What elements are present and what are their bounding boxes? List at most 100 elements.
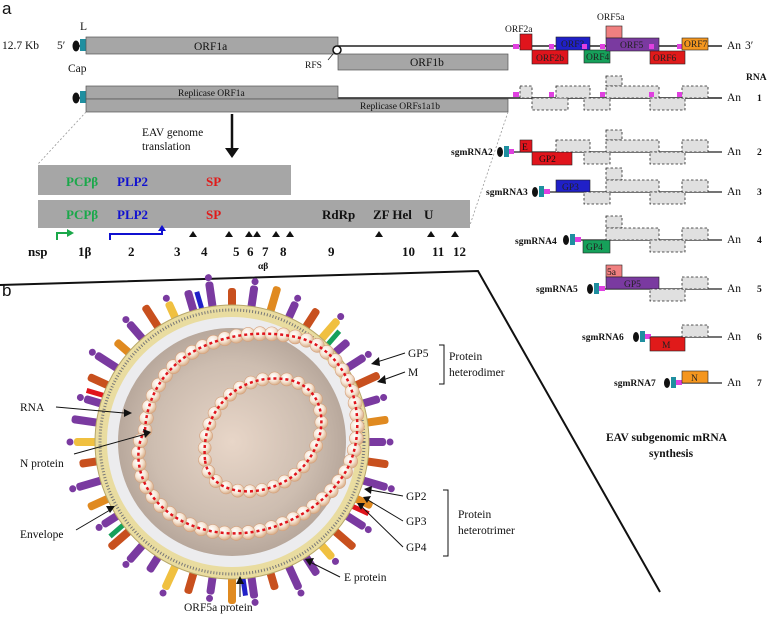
nsp1-bracket <box>56 232 70 240</box>
orf1a-label: ORF1a <box>194 41 227 53</box>
nsp2-bracket-head <box>158 225 166 231</box>
nsp-label: nsp <box>28 244 48 259</box>
sgmrna6-label: sgmRNA6 <box>582 333 624 343</box>
sgmrna4-number: 4 <box>757 236 762 246</box>
virion <box>66 274 395 606</box>
pp1ab-plp: PLP2 <box>117 207 148 222</box>
orf1b-box <box>337 53 509 71</box>
pp1ab-box <box>38 200 470 228</box>
envelope-spike <box>87 373 113 390</box>
envelope-spike <box>142 304 163 332</box>
heterodimer-bracket <box>439 344 445 385</box>
rna1-an: An <box>727 92 741 104</box>
sgmrna7-number: 7 <box>757 379 762 389</box>
panel-separator <box>0 269 661 593</box>
sgmrna5-5a-label: 5a <box>607 268 617 278</box>
n-protein-beads <box>131 326 365 541</box>
envelope-spike <box>228 574 236 604</box>
rna1-leader <box>80 91 86 103</box>
n-protein-bead <box>219 480 233 495</box>
trs-marker <box>649 44 654 49</box>
orf2a-label: ORF2a <box>505 25 533 35</box>
envelope-spike <box>266 286 281 316</box>
rfs-label: RFS <box>305 61 322 71</box>
svg-text:An: An <box>727 186 741 198</box>
label-e-protein: E protein <box>344 572 387 584</box>
nsp-number: 5 <box>233 244 240 259</box>
trs-marker <box>582 44 587 49</box>
rna1-dotted-orfs <box>519 75 709 111</box>
trs-marker <box>513 44 519 49</box>
svg-text:An: An <box>727 331 741 343</box>
pointer-gp5-head <box>371 357 380 366</box>
rfs-marker <box>332 45 342 55</box>
sgmrna5-row: sgmRNA5 5a GP5 An 5 <box>536 264 762 302</box>
orf1b-label: ORF1b <box>410 57 444 69</box>
pointer-rna <box>55 406 125 414</box>
svg-text:An: An <box>727 283 741 295</box>
synthesis-title-line1: EAV subgenomic mRNA <box>606 432 728 444</box>
pointers-heterotrimer-heads <box>357 486 372 510</box>
envelope-spike <box>71 415 102 427</box>
nsp-number: 9 <box>328 244 335 259</box>
label-gp3: GP3 <box>406 516 427 528</box>
sgmrna5-box-label: GP5 <box>624 280 641 290</box>
trs-marker <box>549 44 554 49</box>
sgmrna6-row: sgmRNA6 M An 6 <box>582 324 762 352</box>
three-prime-label: 3′ <box>745 40 753 52</box>
envelope-spike <box>358 476 395 493</box>
label-orf5a-protein: ORF5a protein <box>184 602 253 614</box>
five-prime-label: 5′ <box>57 40 65 52</box>
sgmrna2-label: sgmRNA2 <box>451 148 493 158</box>
sgmrna3-label: sgmRNA3 <box>486 188 528 198</box>
pointer-orf5a-head <box>236 576 244 584</box>
envelope-spike <box>69 476 106 493</box>
sgmrna2-e-label: E <box>522 143 528 153</box>
sgmrna4-row: sgmRNA4 GP4 An 4 <box>515 215 762 254</box>
label-rna: RNA <box>20 402 45 414</box>
rna1-trs-markers <box>513 92 682 97</box>
rna1-number: 1 <box>757 94 762 104</box>
nsp-number: 1β <box>78 244 92 259</box>
nsp-number: 2 <box>128 244 135 259</box>
nsp-number: 8 <box>280 244 287 259</box>
orf6-label: ORF6 <box>653 54 676 64</box>
n-protein-bead <box>201 464 216 479</box>
pointer-m <box>382 371 406 381</box>
pointer-gp5 <box>376 352 406 363</box>
envelope-spike <box>284 561 305 597</box>
pointer-n-protein <box>73 433 147 455</box>
orf2b-label: ORF2b <box>536 54 564 64</box>
sgmrna4-label: sgmRNA4 <box>515 237 557 247</box>
orf7-label: ORF7 <box>684 40 707 50</box>
envelope-spike <box>330 526 356 550</box>
orf5a-label: ORF5a <box>597 13 625 23</box>
nsp-number: 7 <box>262 244 269 259</box>
sgmrna4-box-label: GP4 <box>586 243 603 253</box>
pp1a-pcp: PCPβ <box>66 174 98 189</box>
nsp-number: 10 <box>402 244 415 259</box>
nsp-number: 4 <box>201 244 208 259</box>
sgmrna7-label: sgmRNA7 <box>614 379 656 389</box>
orf5a-box <box>605 25 623 39</box>
sgmrna2-box-label: GP2 <box>539 155 556 165</box>
sgmrna5-label: sgmRNA5 <box>536 285 578 295</box>
pointer-e-protein <box>309 561 341 578</box>
orf4-label: ORF4 <box>586 53 609 63</box>
nsp1-bracket-head <box>67 229 74 237</box>
heterotrimer-line1: Protein <box>458 509 491 521</box>
pp1a-plp: PLP2 <box>117 174 148 189</box>
orf3-label: ORF3 <box>561 40 584 50</box>
pointer-n-protein-head <box>143 429 151 438</box>
orf3-box <box>555 36 591 51</box>
nsp-number: 6 <box>247 244 254 259</box>
label-gp5: GP5 <box>408 348 429 360</box>
rna-genome-dotted <box>137 332 359 535</box>
pointer-e-protein-head <box>305 558 314 566</box>
heterodimer-line1: Protein <box>449 351 482 363</box>
translation-arrowhead <box>225 148 239 158</box>
nsp7-alphabeta: αβ <box>258 262 268 272</box>
heterodimer-line2: heterodimer <box>449 367 505 379</box>
pp1ab-rdrp: RdRp <box>322 207 355 222</box>
